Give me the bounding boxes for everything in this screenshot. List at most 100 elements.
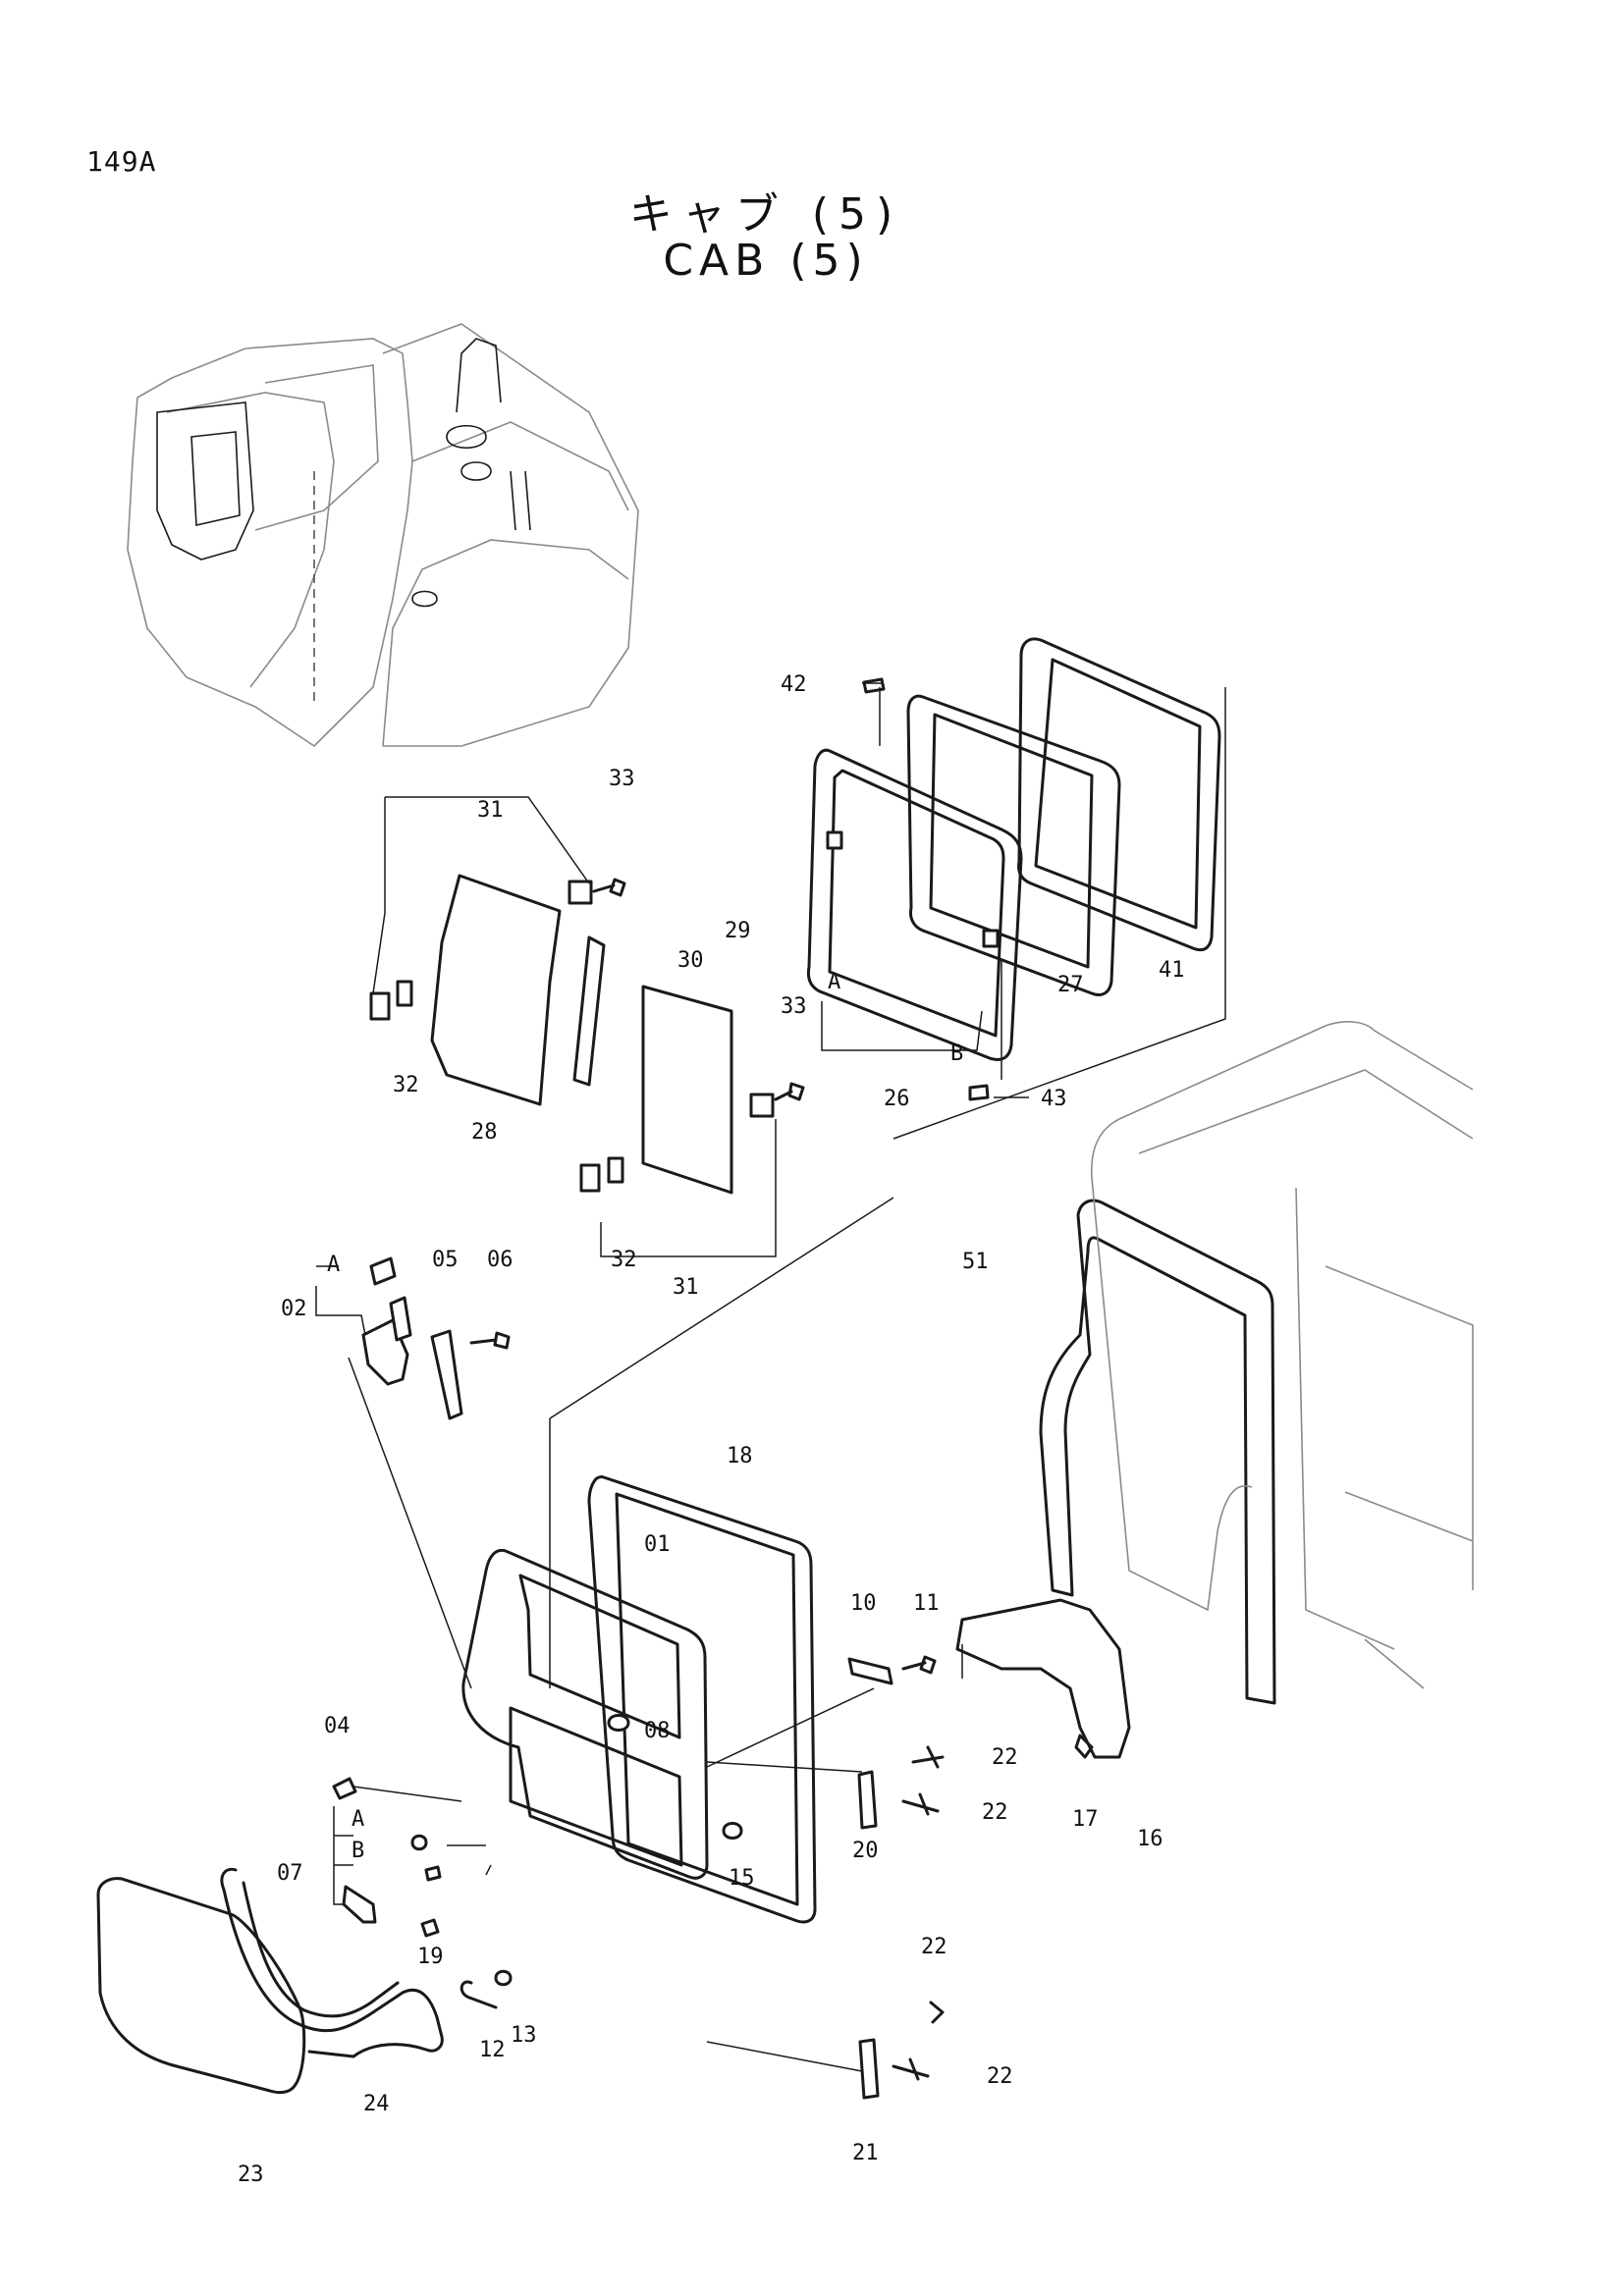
lever-07: [342, 1885, 377, 1924]
callout-08: 08: [644, 1719, 671, 1743]
bolt-04: [332, 1777, 357, 1800]
handle-05: [430, 1329, 463, 1420]
bracket-12: [460, 1980, 498, 2009]
lock-handle-a: [369, 1256, 397, 1286]
screw-06: [469, 1331, 511, 1350]
callout-32-lower: 32: [611, 1248, 637, 1272]
callout-31-lower: 31: [673, 1275, 699, 1300]
cab-door-01: [461, 1548, 709, 1880]
callout-02: 02: [281, 1297, 307, 1321]
cab-door-01-lower: [509, 1706, 683, 1867]
callout-06: 06: [487, 1248, 514, 1272]
callout-30: 30: [677, 948, 704, 973]
callout-26: 26: [884, 1087, 910, 1111]
latch-bracket-lower: [749, 1093, 775, 1118]
callout-a-window: A: [828, 970, 840, 994]
bracket-32-upper: [369, 991, 391, 1021]
callout-13: 13: [511, 2023, 537, 2048]
callout-15: 15: [729, 1866, 755, 1891]
callout-21: 21: [852, 2141, 879, 2165]
callout-22-c: 22: [921, 1935, 947, 1959]
callout-04: 04: [324, 1714, 351, 1738]
callout-05: 05: [432, 1248, 459, 1272]
bracket-32-lower-b: [607, 1156, 624, 1184]
callout-a-lock: A: [327, 1253, 340, 1277]
callout-16: 16: [1137, 1827, 1163, 1851]
callout-32: 32: [393, 1073, 419, 1097]
callout-41: 41: [1159, 958, 1185, 983]
callout-a-door: A: [352, 1807, 364, 1832]
callout-07: 07: [277, 1861, 303, 1886]
bolt-22-d: [892, 2057, 930, 2081]
callout-b-door: B: [352, 1839, 364, 1863]
callout-43: 43: [1041, 1087, 1067, 1111]
callout-01: 01: [644, 1532, 671, 1557]
callout-23: 23: [238, 2163, 264, 2187]
hinge-21: [858, 2038, 880, 2100]
callout-28: 28: [471, 1120, 498, 1145]
callout-12: 12: [479, 2038, 506, 2062]
stopper-10: [847, 1657, 893, 1685]
bolt-33-lower: [774, 1082, 805, 1101]
machine-overview-illustration: [127, 323, 639, 748]
page-title-japanese: キャブ (5): [628, 189, 903, 240]
window-seal-24: [220, 1867, 444, 2058]
callout-20: 20: [852, 1839, 879, 1863]
callout-18: 18: [727, 1444, 753, 1468]
callout-29: 29: [725, 919, 751, 943]
window-glass-41: [1017, 637, 1221, 952]
window-glass-41-inner: [1034, 658, 1202, 930]
callout-11: 11: [913, 1591, 940, 1616]
window-glass-28: [430, 874, 562, 1106]
callout-b-window: B: [950, 1041, 963, 1066]
bolt-22-a: [911, 1745, 945, 1769]
bolt-17: [1074, 1734, 1094, 1759]
clip-42: [862, 677, 886, 694]
callout-31: 31: [477, 798, 504, 823]
leader-lines: [315, 682, 1226, 2072]
bolt-22-b: [901, 1792, 940, 1816]
latch-bracket-upper: [568, 880, 593, 905]
collar-a: [410, 1834, 428, 1851]
screw-19: [420, 1918, 440, 1938]
door-catch-plate-16: [955, 1598, 1131, 1759]
hinge-20: [857, 1770, 878, 1830]
lock-lever: [389, 1296, 412, 1342]
bracket-32-lower: [579, 1163, 601, 1193]
window-frame-26-inner: [828, 769, 1005, 1038]
nut-08: [607, 1714, 630, 1732]
cab-body-outline: [1090, 1021, 1474, 1689]
clip-a: [826, 830, 843, 850]
window-seal-27: [906, 694, 1121, 996]
callouts: 42 33 31 32 28 30 29 A B 26 27 41 43 33 …: [238, 672, 1185, 2187]
bolt-22-c: [929, 2001, 945, 2024]
window-runner-30: [572, 935, 606, 1087]
callout-19: 19: [417, 1945, 444, 1969]
window-seal-27-inner: [929, 713, 1094, 969]
pin-b: [424, 1865, 442, 1882]
page-number: 149A: [86, 145, 157, 178]
bracket-32-upper-b: [396, 980, 413, 1007]
bolt-33-upper: [592, 878, 626, 897]
door-seal-51: [1039, 1199, 1276, 1705]
callout-51: 51: [962, 1250, 989, 1274]
window-frame-26: [806, 748, 1023, 1061]
clip-b: [982, 929, 1000, 948]
door-seal-18: [587, 1475, 817, 1924]
callout-22-b: 22: [982, 1800, 1008, 1825]
clip-43: [968, 1084, 990, 1101]
glass-23: [96, 1877, 306, 2095]
callout-22-a: 22: [992, 1745, 1018, 1770]
nut-13: [494, 1969, 513, 1987]
callout-24: 24: [363, 2092, 390, 2116]
callout-33-lower: 33: [781, 994, 807, 1019]
window-glass-29: [641, 985, 733, 1195]
nut-15: [722, 1822, 743, 1840]
page-title-english: CAB (5): [663, 236, 869, 286]
callout-10: 10: [850, 1591, 877, 1616]
window-seal-24-inner: [242, 1881, 400, 2018]
callout-22-d: 22: [987, 2064, 1013, 2089]
callout-42: 42: [781, 672, 807, 697]
